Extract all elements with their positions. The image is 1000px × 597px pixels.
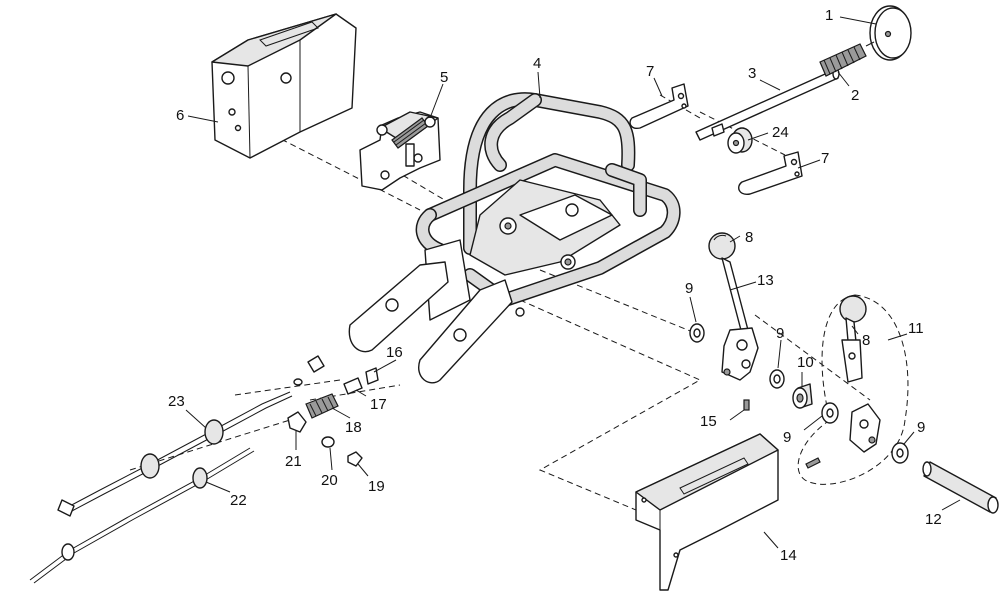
callout-11: 11 (908, 320, 924, 337)
callout-21: 21 (285, 453, 302, 470)
part-19-nut (347, 451, 363, 467)
small-hardware (287, 355, 379, 467)
part-3-shaft (695, 68, 840, 141)
part-12-rod (922, 461, 999, 514)
part-5-latch-assembly (359, 111, 441, 191)
part-14-lower-cover (635, 433, 779, 591)
callout-15: 15 (700, 413, 717, 430)
callout-9-a: 9 (685, 280, 693, 297)
callout-3: 3 (748, 65, 756, 82)
callout-20: 20 (321, 472, 338, 489)
part-7-bracket-lower (738, 151, 803, 195)
part-8-ball-knob-upper (708, 232, 736, 260)
part-23-cable (57, 391, 293, 517)
part-11-lever-kit (805, 295, 881, 469)
callout-10: 10 (797, 354, 814, 371)
callout-7-lower: 7 (821, 150, 829, 167)
callouts: 1 2 3 4 5 6 7 7 8 8 9 9 9 9 10 11 12 13 … (168, 7, 942, 564)
part-7-bracket-upper (629, 83, 689, 130)
callout-7-upper: 7 (646, 63, 654, 80)
part-1-knob (865, 5, 912, 61)
callout-13: 13 (757, 272, 774, 289)
part-20-washer (321, 436, 335, 448)
callout-16: 16 (386, 344, 403, 361)
callout-12: 12 (925, 511, 942, 528)
callout-24: 24 (772, 124, 789, 141)
part-6-cover-bracket (211, 13, 357, 159)
part-13-shift-lever (721, 257, 759, 381)
callout-8-upper: 8 (745, 229, 753, 246)
part-10-bushing (792, 383, 813, 409)
part-2-spring (819, 43, 867, 77)
callout-17: 17 (370, 396, 387, 413)
callout-4: 4 (533, 55, 541, 72)
leader-lines (185, 16, 961, 549)
callout-18: 18 (345, 419, 362, 436)
callout-9-d: 9 (917, 419, 925, 436)
part-9-washers (689, 323, 909, 464)
callout-5: 5 (440, 69, 448, 86)
callout-14: 14 (780, 547, 797, 564)
callout-22: 22 (230, 492, 247, 509)
part-22-cable (29, 447, 255, 584)
callout-19: 19 (368, 478, 385, 495)
callout-9-b: 9 (776, 325, 784, 342)
callout-9-c: 9 (783, 429, 791, 446)
part-21-swivel (287, 411, 307, 433)
part-4-main-frame (348, 92, 681, 384)
callout-2: 2 (851, 87, 859, 104)
callout-1: 1 (825, 7, 833, 24)
callout-6: 6 (176, 107, 184, 124)
part-15-pin (743, 399, 750, 411)
callout-8-lower: 8 (862, 332, 870, 349)
part-24-roller (727, 127, 753, 154)
callout-23: 23 (168, 393, 185, 410)
part-17-bolt (343, 377, 363, 395)
